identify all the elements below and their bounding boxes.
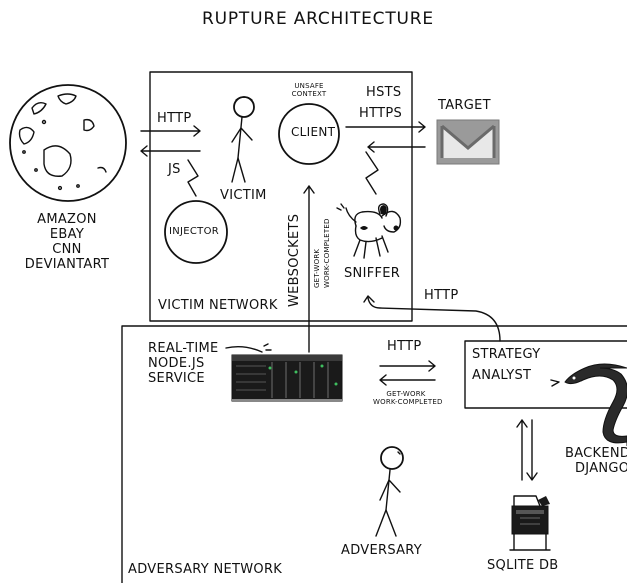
sniffer-http-arrow [363,295,501,342]
adversary-figure [375,446,404,537]
injector-node [164,200,228,264]
backend-label: BACKEND DJANGO [565,447,627,476]
https-arrow-in [367,141,426,153]
strategy-analyst-box [464,340,627,409]
sniffer-dog-icon [336,203,402,259]
adversary-label: ADVERSARY [341,543,423,558]
http-arrow [140,125,201,137]
site-cnn: CNN [52,241,82,257]
site-ebay: EBAY [49,226,85,242]
victim-getwork-label: GET-WORK WORK-COMPLETED [313,218,331,288]
strategy-sqlite-arrow [516,419,538,481]
python-snake-icon [550,363,627,446]
http-label: HTTP [157,111,192,126]
gmail-icon [436,119,500,165]
sniffer-label: SNIFFER [344,266,401,281]
target-label: TARGET [438,98,491,113]
sqlite-label: SQLITE DB [487,558,559,573]
js-arrow [140,145,201,157]
strategy-http-arrow-in [379,374,436,386]
adversary-network-label: ADVERSARY NETWORK [128,562,283,577]
sniffer-squiggle [365,151,379,195]
injector-label: INJECTOR [169,226,220,237]
unsafe-context-label: UNSAFE CONTEXT [291,82,327,99]
client-node [278,103,340,165]
https-label: HTTPS [359,106,403,121]
victim-network-box [149,71,413,322]
globe-icon [9,84,127,202]
site-deviantart: DEVIANTART [24,256,110,272]
strategy-analyst-label: STRATEGY ANALYST [472,347,541,383]
page-title: RUPTURE ARCHITECTURE [202,9,434,29]
injector-squiggle [187,159,199,197]
server-rack-icon [231,354,343,402]
victim-label: VICTIM [220,188,267,203]
adversary-getwork-label: GET-WORK WORK-COMPLETED [373,390,443,407]
sniffer-http-label: HTTP [424,288,459,303]
site-amazon: AMAZON [37,212,97,227]
realtime-label: REAL-TIME NODE.JS SERVICE [148,341,219,386]
client-label: CLIENT [291,125,336,139]
https-arrow-out [345,121,426,133]
hsts-label: HSTS [366,85,402,100]
js-label: JS [168,162,181,177]
adversary-network-box [121,325,627,583]
strategy-http-label: HTTP [387,339,422,354]
websockets-arrow [303,185,315,353]
victim-figure [231,96,255,183]
victim-network-label: VICTIM NETWORK [158,298,278,313]
realtime-pointer [225,343,272,353]
websockets-label: WEBSOCKETS [287,213,302,307]
sites-list: AMAZON EBAY CNN DEVIANTART [22,212,112,273]
strategy-http-arrow-out [379,360,436,372]
sqlite-db-icon [509,495,551,551]
